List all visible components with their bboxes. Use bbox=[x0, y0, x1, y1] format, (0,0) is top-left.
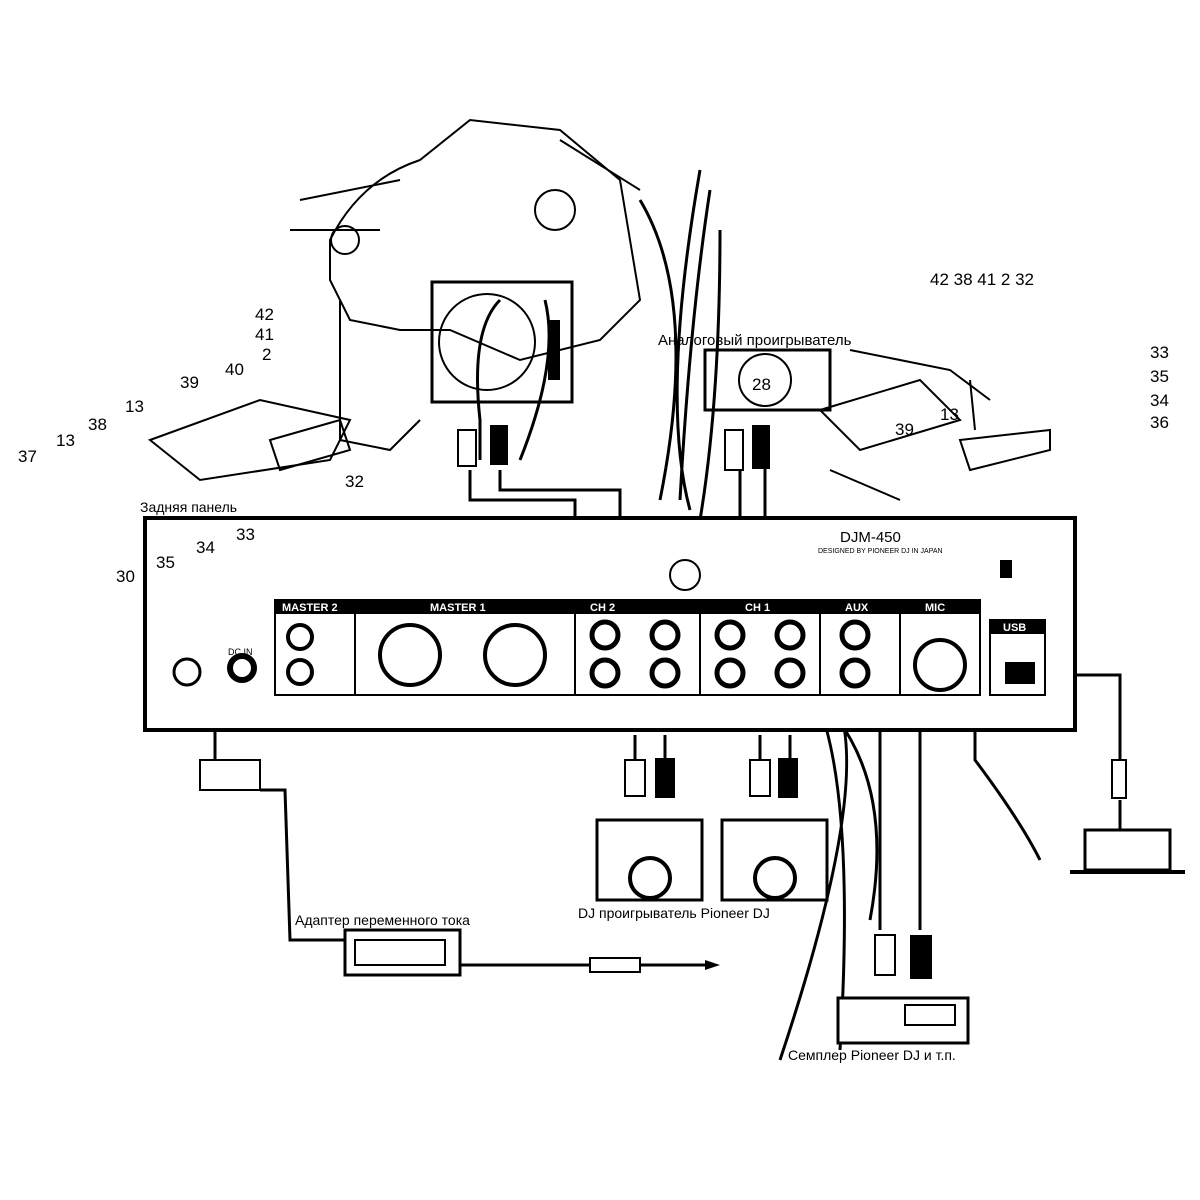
rca-plugs bbox=[457, 425, 932, 979]
callout-13b-left: 13 bbox=[56, 431, 75, 450]
callout-33: 33 bbox=[1150, 343, 1169, 362]
section-master2: MASTER 2 bbox=[282, 602, 338, 614]
section-usb: USB bbox=[1003, 622, 1026, 634]
callout-42-left: 42 bbox=[255, 305, 274, 324]
dj-player-2 bbox=[720, 818, 829, 902]
callout-38-left: 38 bbox=[88, 415, 107, 434]
callout-numbers: 42 38 41 2 32 33 35 34 36 13 39 28 42 41… bbox=[18, 270, 1169, 586]
callout-34-left: 34 bbox=[196, 538, 215, 557]
callout-30-left: 30 bbox=[116, 567, 135, 586]
dj-player-1 bbox=[595, 818, 704, 902]
dc-in-label: DC IN bbox=[228, 647, 253, 657]
dj-player-label: DJ проигрыватель Pioneer DJ bbox=[578, 905, 770, 921]
callout-33-left: 33 bbox=[236, 525, 255, 544]
callout-37-left: 37 bbox=[18, 447, 37, 466]
sampler-label: Семплер Pioneer DJ и т.п. bbox=[788, 1047, 956, 1063]
section-aux: AUX bbox=[845, 602, 869, 614]
rear-panel-label: Задняя панель bbox=[140, 499, 237, 515]
callout-34: 34 bbox=[1150, 391, 1169, 410]
callout-13: 13 bbox=[940, 405, 959, 424]
turntable-label: Аналоговый проигрыватель bbox=[658, 332, 852, 349]
callout-39-left: 39 bbox=[180, 373, 199, 392]
callout-39: 39 bbox=[895, 420, 914, 439]
section-ch1: CH 1 bbox=[745, 602, 770, 614]
ac-adapter bbox=[199, 759, 720, 977]
callout-13a-left: 13 bbox=[125, 397, 144, 416]
callout-40-left: 40 bbox=[225, 360, 244, 379]
callout-2-left: 2 bbox=[262, 345, 271, 364]
callout-36: 36 bbox=[1150, 413, 1169, 432]
turntable-left bbox=[430, 280, 574, 404]
section-mic: MIC bbox=[925, 602, 945, 614]
callout-41-left: 41 bbox=[255, 325, 274, 344]
callout-35: 35 bbox=[1150, 367, 1169, 386]
callout-35-left: 35 bbox=[156, 553, 175, 572]
callout-32-left: 32 bbox=[345, 472, 364, 491]
model-label: DJM-450 bbox=[840, 529, 901, 546]
adapter-label: Адаптер переменного тока bbox=[295, 912, 470, 928]
section-ch2: CH 2 bbox=[590, 602, 615, 614]
mixer-rear-panel bbox=[143, 516, 1077, 732]
turntable-right bbox=[703, 348, 832, 412]
designed-label: DESIGNED BY PIONEER DJ IN JAPAN bbox=[818, 548, 943, 555]
background-sketch bbox=[147, 118, 1051, 501]
laptop bbox=[1070, 759, 1185, 874]
callout-top-right: 42 38 41 2 32 bbox=[930, 270, 1034, 289]
section-master1: MASTER 1 bbox=[430, 602, 486, 614]
callout-28: 28 bbox=[752, 375, 771, 394]
sampler-device bbox=[836, 996, 970, 1045]
